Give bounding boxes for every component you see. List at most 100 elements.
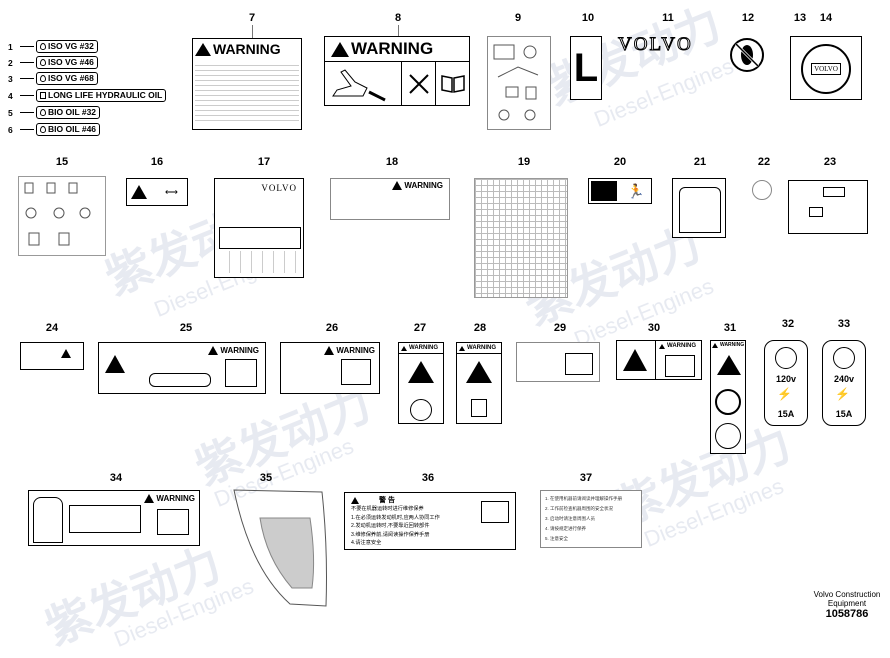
callout-33: 33 bbox=[837, 318, 851, 330]
oil-label-text: LONG LIFE HYDRAULIC OIL bbox=[48, 90, 163, 100]
warning-triangle-icon bbox=[623, 349, 647, 371]
footer-number: 1058786 bbox=[825, 608, 869, 620]
no-entry-icon bbox=[715, 389, 741, 415]
socket-icon bbox=[775, 347, 797, 369]
callout-17: 17 bbox=[257, 156, 271, 168]
oil-label-text: ISO VG #32 bbox=[48, 41, 94, 51]
decal-36: 警 告 不要在机器运转时进行维修保养 1.在必须运转发动机时,应两人协同工作 2… bbox=[344, 492, 516, 550]
callout-13: 13 bbox=[793, 12, 807, 24]
decal-36-line: 不要在机器运转时进行维修保养 bbox=[351, 506, 424, 512]
decal-35-window-film bbox=[230, 488, 330, 608]
decal-37-line: 1. 在使用机器前请阅读并理解操作手册 bbox=[545, 496, 623, 501]
callout-8: 8 bbox=[394, 12, 402, 24]
decal-36-title: 警 告 bbox=[379, 497, 395, 504]
decal-37-line: 4. 请按规定进行保养 bbox=[545, 526, 587, 531]
warning-heading: WARNING bbox=[156, 494, 195, 503]
lightning-icon: ⚡ bbox=[835, 387, 850, 401]
decal-37-line: 3. 启动时请注意周围人员 bbox=[545, 516, 596, 521]
decal-25: WARNING bbox=[98, 342, 266, 394]
watermark-en: Diesel-Engines bbox=[590, 53, 738, 132]
decal-10-letter: L bbox=[573, 45, 599, 90]
callout-number: 6 bbox=[8, 124, 13, 135]
manual-book-icon bbox=[481, 501, 509, 523]
warning-triangle-icon bbox=[401, 345, 407, 351]
warning-heading: WARNING bbox=[213, 41, 281, 57]
warning-triangle-icon bbox=[712, 342, 718, 348]
oil-label-text: BIO OIL #32 bbox=[48, 107, 97, 117]
socket-voltage: 120v bbox=[775, 374, 797, 384]
decal-21 bbox=[672, 178, 726, 238]
callout-24: 24 bbox=[45, 322, 59, 334]
running-person-icon: 🏃 bbox=[627, 183, 645, 199]
warning-heading: WARNING bbox=[720, 342, 745, 348]
callout-number: 1 bbox=[8, 41, 13, 52]
volvo-emblem-icon: VOLVO bbox=[801, 44, 851, 94]
warning-triangle-icon bbox=[717, 355, 741, 375]
decal-27: WARNING bbox=[398, 342, 444, 424]
callout-31: 31 bbox=[723, 322, 737, 334]
decal-15-pictograms bbox=[24, 182, 91, 246]
warning-triangle-icon bbox=[408, 361, 434, 383]
callout-27: 27 bbox=[413, 322, 427, 334]
callout-20: 20 bbox=[613, 156, 627, 168]
cab-icon bbox=[33, 497, 63, 543]
footer-brand: Volvo Construction Equipment bbox=[813, 590, 881, 608]
decal-36-line: 4.请注意安全 bbox=[351, 540, 382, 546]
excavator-icon bbox=[325, 62, 402, 106]
callout-21: 21 bbox=[693, 156, 707, 168]
decal-9-pictograms bbox=[493, 44, 539, 121]
decal-20: 🏃 bbox=[588, 178, 652, 204]
callout-18: 18 bbox=[385, 156, 399, 168]
emblem-text: VOLVO bbox=[811, 63, 841, 75]
decal-36-line: 2.发动机运转时,不要靠近回转部件 bbox=[351, 523, 430, 529]
decal-17-grid bbox=[219, 251, 299, 273]
callout-number: 5 bbox=[8, 107, 13, 118]
warning-triangle-icon bbox=[131, 185, 147, 199]
decal-32-socket: 120v ⚡ 15A bbox=[764, 340, 808, 426]
decal-17-panel bbox=[219, 227, 301, 249]
decal-24 bbox=[20, 342, 84, 370]
warning-triangle-icon bbox=[195, 42, 211, 56]
callout-9: 9 bbox=[514, 12, 522, 24]
lightning-icon: ⚡ bbox=[777, 387, 792, 401]
drop-icon bbox=[40, 75, 46, 82]
decal-9 bbox=[487, 36, 551, 130]
decal-34: WARNING bbox=[28, 490, 200, 546]
warning-triangle-icon bbox=[392, 181, 403, 190]
warning-heading: WARNING bbox=[409, 345, 438, 351]
manual-book-icon bbox=[565, 353, 593, 375]
callout-11: 11 bbox=[662, 12, 674, 24]
warning-triangle-icon bbox=[466, 361, 492, 383]
warning-heading: WARNING bbox=[404, 181, 443, 190]
warning-triangle-icon bbox=[144, 494, 155, 503]
warning-heading: WARNING bbox=[667, 343, 696, 349]
warning-triangle-icon bbox=[208, 346, 219, 355]
callout-number: 3 bbox=[8, 73, 13, 84]
decal-37: 1. 在使用机器前请阅读并理解操作手册 2. 工作前检查机器周围的安全状况 3.… bbox=[540, 490, 642, 548]
warning-triangle-icon bbox=[351, 496, 359, 504]
filter-icon bbox=[40, 92, 46, 99]
decal-37-line: 5. 注意安全 bbox=[545, 536, 569, 541]
decal-17-brand: VOLVO bbox=[261, 183, 297, 193]
warning-triangle-icon bbox=[105, 355, 125, 373]
no-entry-icon bbox=[402, 62, 436, 106]
manual-book-icon bbox=[157, 509, 189, 535]
cab-icon bbox=[679, 187, 721, 233]
callout-36: 36 bbox=[421, 472, 435, 484]
oil-label-text: ISO VG #46 bbox=[48, 57, 94, 67]
electric-warning-icon bbox=[61, 349, 71, 358]
callout-10: 10 bbox=[581, 12, 595, 24]
decal-29 bbox=[516, 342, 600, 382]
callout-number: 2 bbox=[8, 57, 13, 68]
decal-7-content bbox=[195, 61, 299, 121]
manual-book-icon bbox=[665, 355, 695, 377]
callout-28: 28 bbox=[473, 322, 487, 334]
arrow-icon: ⟷ bbox=[165, 187, 178, 197]
warning-heading: WARNING bbox=[220, 346, 259, 355]
decal-16: ⟷ bbox=[126, 178, 188, 206]
warning-triangle-icon bbox=[459, 345, 465, 351]
warning-triangle-icon bbox=[324, 346, 335, 355]
drop-icon bbox=[40, 109, 46, 116]
track-icon bbox=[149, 373, 211, 387]
oil-label-3: 3 ISO VG #68 bbox=[8, 72, 98, 85]
